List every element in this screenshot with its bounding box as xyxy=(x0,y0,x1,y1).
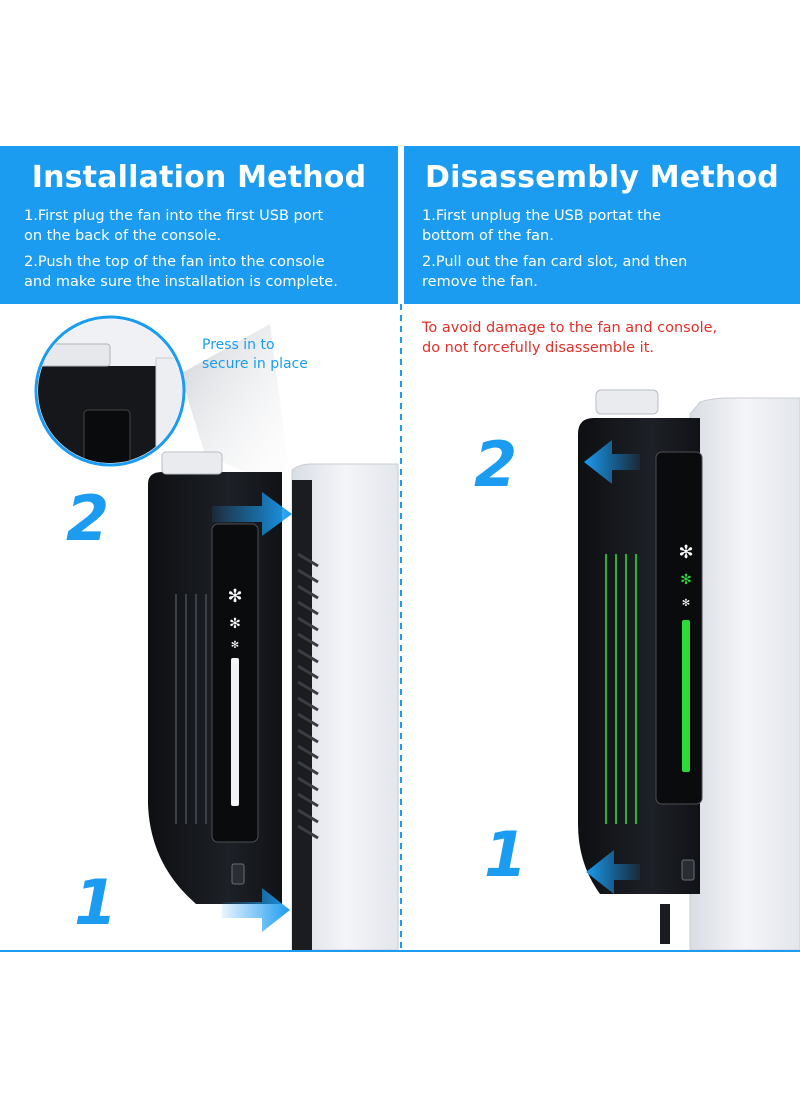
bottom-border xyxy=(0,950,800,952)
installation-header: Installation Method 1.First plug the fan… xyxy=(0,146,398,304)
arrow-right-bottom xyxy=(222,888,290,932)
fan-usb-port xyxy=(231,863,245,885)
arrow-left-bottom xyxy=(586,850,640,894)
installation-step-1: 1.First plug the fan into the first USB … xyxy=(24,208,324,244)
fan-top-dial xyxy=(161,451,223,475)
disassembly-step-1: 1.First unplug the USB portat the bottom… xyxy=(422,208,662,244)
product-illustrations: ✻ ✻ ✻ ✻ ✻ ✻ xyxy=(34,315,800,950)
installation-steps: 1.First plug the fan into the first USB … xyxy=(24,206,390,298)
zoom-detail xyxy=(38,319,182,463)
fan-icon-medium: ✻ xyxy=(229,616,241,632)
disassembly-steps: 1.First unplug the USB portat the bottom… xyxy=(422,206,792,298)
disassembly-header: Disassembly Method 1.First unplug the US… xyxy=(404,146,800,304)
fan-icon-large: ✻ xyxy=(227,586,242,607)
press-in-callout: Press in to secure in place xyxy=(202,337,308,372)
disassembly-step-2: 2.Pull out the fan card slot, and then r… xyxy=(422,254,688,290)
arrow-left-top xyxy=(584,440,640,484)
fan-icon-small: ✻ xyxy=(231,640,239,651)
console-vents xyxy=(297,552,319,840)
fan-grille xyxy=(175,594,207,824)
fan-led-bar-green xyxy=(682,620,690,772)
fan-icon-medium-right: ✻ xyxy=(680,572,692,588)
fan-control-panel-right xyxy=(655,451,703,805)
disassembly-number-2: 2 xyxy=(474,428,518,501)
disassembly-title: Disassembly Method xyxy=(425,160,779,195)
arrow-right-top xyxy=(212,492,292,536)
installation-number-2: 2 xyxy=(66,482,110,555)
disassembly-illustration: ✻ ✻ ✻ xyxy=(578,389,800,950)
fan-grille-green xyxy=(605,554,637,824)
disassembly-number-1: 1 xyxy=(484,818,528,891)
disassembly-warning: To avoid damage to the fan and console, … xyxy=(422,320,718,356)
installation-title: Installation Method xyxy=(31,160,367,195)
installation-step-2: 2.Push the top of the fan into the conso… xyxy=(24,254,338,290)
console-body xyxy=(291,463,399,950)
fan-top-dial-right xyxy=(595,389,659,415)
installation-number-1: 1 xyxy=(74,866,118,939)
fan-icon-small-right: ✻ xyxy=(682,598,690,609)
fan-usb-port-right xyxy=(681,859,695,881)
fan-icon-large-right: ✻ xyxy=(678,542,693,563)
console-port-right xyxy=(660,904,670,944)
installation-illustration: ✻ ✻ ✻ xyxy=(34,315,399,950)
console-body-right xyxy=(689,397,800,950)
fan-led-bar xyxy=(231,658,239,806)
dashed-divider-line xyxy=(400,304,402,952)
